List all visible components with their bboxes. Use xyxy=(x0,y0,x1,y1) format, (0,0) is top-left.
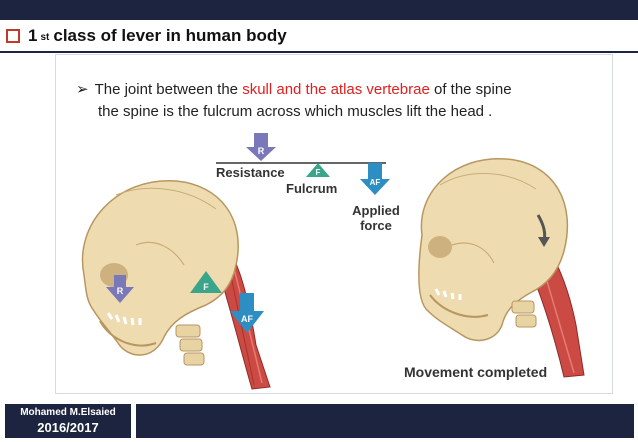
bullet-highlight: skull and the atlas vertebrae xyxy=(242,81,430,98)
applied-force-label-line1: Applied xyxy=(352,203,400,218)
left-f-badge: F xyxy=(203,282,209,292)
center-af-badge: AF xyxy=(370,178,381,187)
footer-year: 2016/2017 xyxy=(37,420,99,435)
center-resistance-arrow-icon xyxy=(246,133,276,161)
content-panel: ➢ The joint between the skull and the atl… xyxy=(55,54,613,394)
bullet-line-2: the spine is the fulcrum across which mu… xyxy=(98,103,493,120)
title-number: 1 xyxy=(28,26,38,45)
checkbox-bullet-icon xyxy=(6,29,20,43)
center-applied-force-arrow-icon xyxy=(360,163,390,195)
top-bar xyxy=(0,0,638,20)
title-text: class of lever in human body xyxy=(53,26,287,45)
fulcrum-label: Fulcrum xyxy=(286,181,337,196)
left-af-badge: AF xyxy=(241,314,253,324)
resistance-label: Resistance xyxy=(216,165,285,180)
left-fulcrum-icon xyxy=(190,271,222,293)
left-resistance-arrow-icon xyxy=(106,275,134,303)
left-r-badge: R xyxy=(117,286,124,296)
title-underline xyxy=(0,51,638,53)
left-applied-force-arrow-icon xyxy=(230,293,264,333)
center-fulcrum-icon xyxy=(306,163,330,177)
title-superscript: st xyxy=(40,32,50,43)
movement-caption: Movement completed xyxy=(404,364,547,380)
bullet-pre: The joint between the xyxy=(94,81,243,98)
left-skull xyxy=(81,180,239,356)
bullet-post: of the spine xyxy=(429,81,512,98)
footer-bar xyxy=(136,404,634,438)
bullet-text: ➢ The joint between the skull and the atl… xyxy=(76,79,606,123)
footer-author-block: Mohamed M.Elsaied 2016/2017 xyxy=(5,404,131,438)
lever-diagram: R F AF R Resistance F Fulcrum AF Applied… xyxy=(81,133,585,390)
slide-title: 1 st class of lever in human body xyxy=(6,23,287,49)
footer-author: Mohamed M.Elsaied xyxy=(20,407,116,418)
right-skull xyxy=(418,158,569,342)
arrow-bullet-icon: ➢ xyxy=(76,81,89,98)
center-r-badge: R xyxy=(258,146,265,156)
center-f-badge: F xyxy=(316,168,321,177)
applied-force-label-line2: force xyxy=(360,218,392,233)
